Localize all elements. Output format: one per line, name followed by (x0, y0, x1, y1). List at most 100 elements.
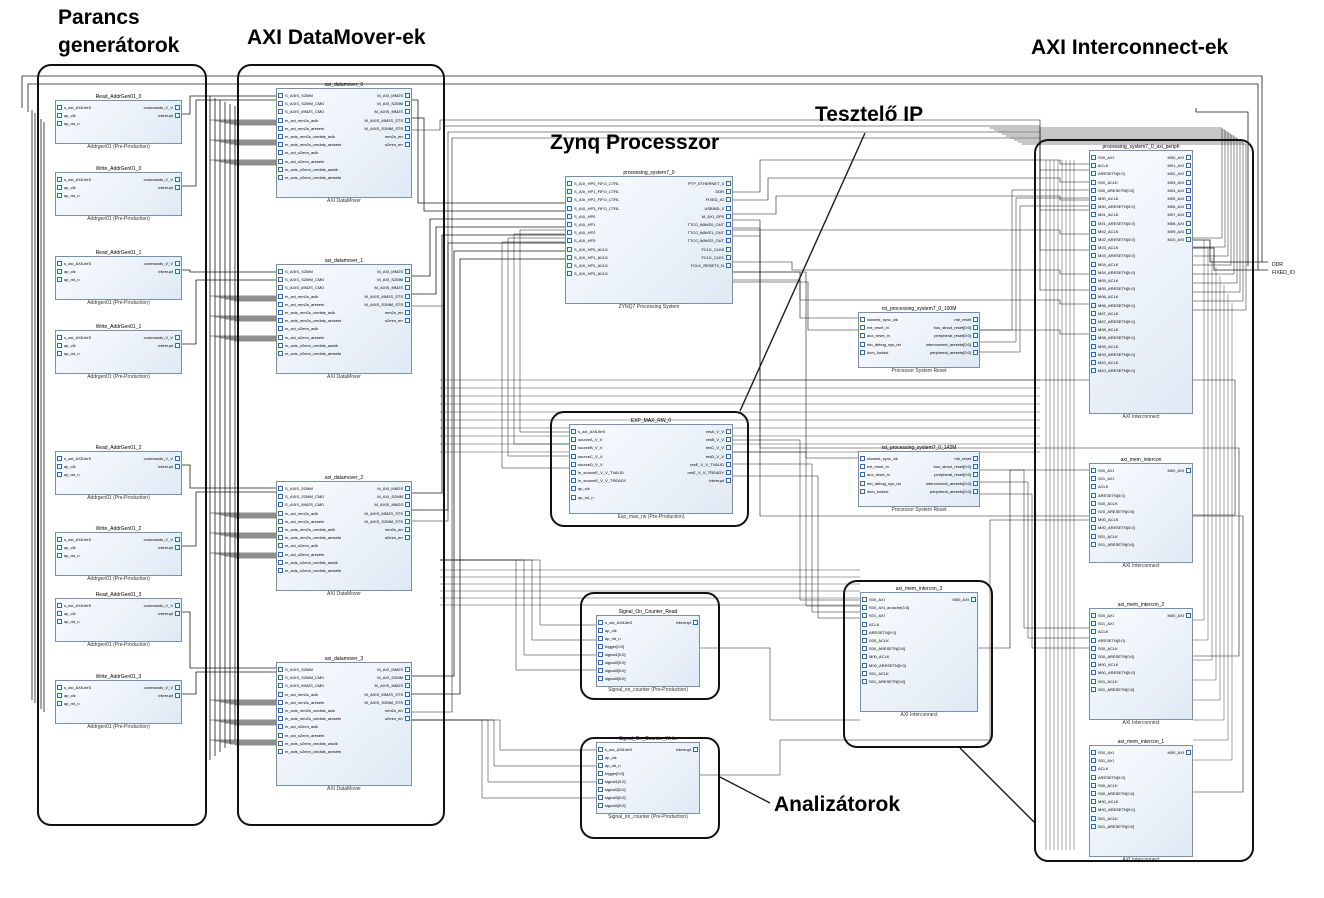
signal-counter-read-pin-in[interactable] (598, 652, 603, 657)
axi-periph-interconnect-pin-in[interactable] (1091, 368, 1096, 374)
datamover-0-pin-in[interactable] (278, 166, 283, 172)
datamover-3-pin-out[interactable] (405, 675, 410, 681)
addrgen-write-0-pin-out[interactable] (175, 177, 180, 182)
addrgen-read-3-pin-in[interactable] (57, 619, 62, 625)
signal-counter-write-pin-in[interactable] (598, 763, 603, 768)
addrgen-write-1-pin-in[interactable] (57, 351, 62, 357)
reset-142m-pin-in[interactable] (860, 464, 865, 470)
signal-counter-write-pin-in[interactable] (598, 795, 603, 800)
reset-142m-pin-in[interactable] (860, 480, 865, 486)
exp-max-rw-pin-in[interactable] (571, 429, 576, 434)
datamover-1-pin-out[interactable] (405, 310, 410, 315)
axi-mem-intercon-1-pin-in[interactable] (1091, 766, 1096, 772)
addrgen-read-2-pin-in[interactable] (57, 456, 62, 461)
axi-periph-interconnect-pin-in[interactable] (1091, 343, 1096, 349)
axi-mem-intercon-3-pin-in[interactable] (862, 670, 867, 676)
addrgen-read-1-pin-out[interactable] (175, 261, 180, 266)
axi-mem-intercon-pin-in[interactable] (1091, 509, 1096, 514)
axi-periph-interconnect-pin-in[interactable] (1091, 261, 1096, 267)
zynq-processing-system-pin-out[interactable] (726, 222, 731, 227)
datamover-3-pin-in[interactable] (278, 691, 283, 697)
zynq-processing-system-pin-out[interactable] (726, 197, 731, 203)
zynq-processing-system-pin-in[interactable] (567, 205, 572, 211)
signal-counter-read-pin-in[interactable] (598, 620, 603, 625)
axi-periph-interconnect-pin-in[interactable] (1091, 294, 1096, 300)
axi-periph-interconnect-pin-in[interactable] (1091, 196, 1096, 201)
exp-max-rw-pin-in[interactable] (571, 494, 576, 500)
addrgen-write-2-pin-in[interactable] (57, 537, 62, 542)
addrgen-write-0-pin-in[interactable] (57, 193, 62, 199)
axi-periph-interconnect-pin-in[interactable] (1091, 237, 1096, 242)
datamover-0-pin-out[interactable] (405, 109, 410, 115)
axi-periph-interconnect-pin-out[interactable] (1186, 204, 1191, 210)
axi-periph-interconnect-pin-out[interactable] (1186, 187, 1191, 193)
signal-counter-write-pin-in[interactable] (598, 755, 603, 760)
zynq-processing-system-pin-out[interactable] (726, 230, 731, 236)
axi-periph-interconnect-pin-out[interactable] (1186, 228, 1191, 234)
axi-periph-interconnect-pin-in[interactable] (1091, 245, 1096, 251)
axi-mem-intercon-3-pin-in[interactable] (862, 679, 867, 684)
addrgen-write-1-pin-out[interactable] (175, 335, 180, 340)
addrgen-write-3-pin-in[interactable] (57, 701, 62, 707)
addrgen-read-1-pin-in[interactable] (57, 269, 62, 275)
axi-mem-intercon-1-pin-in[interactable] (1091, 774, 1096, 780)
addrgen-write-3-pin-in[interactable] (57, 693, 62, 699)
zynq-processing-system-pin-out[interactable] (726, 205, 731, 211)
exp-max-rw-pin-out[interactable] (726, 461, 731, 467)
axi-periph-interconnect-pin-in[interactable] (1091, 335, 1096, 341)
datamover-2-pin-in[interactable] (278, 494, 283, 500)
datamover-1-pin-out[interactable] (405, 269, 410, 274)
datamover-1-pin-in[interactable] (278, 310, 283, 315)
datamover-2-pin-in[interactable] (278, 543, 283, 549)
datamover-3-pin-in[interactable] (278, 683, 283, 689)
axi-mem-intercon-pin-out[interactable] (1186, 468, 1191, 473)
exp-max-rw-pin-out[interactable] (726, 437, 731, 443)
signal-counter-write-pin-out[interactable] (693, 747, 698, 752)
datamover-3-pin-in[interactable] (278, 724, 283, 730)
datamover-1-pin-in[interactable] (278, 301, 283, 307)
axi-mem-intercon-2-pin-in[interactable] (1091, 645, 1096, 651)
reset-142m-pin-in[interactable] (860, 472, 865, 478)
reset-100m-pin-out[interactable] (973, 325, 978, 331)
datamover-3-pin-in[interactable] (278, 716, 283, 722)
signal-counter-write-pin-in[interactable] (598, 771, 603, 776)
axi-periph-interconnect-pin-in[interactable] (1091, 360, 1096, 365)
reset-100m-pin-in[interactable] (860, 333, 865, 339)
addrgen-read-1-pin-in[interactable] (57, 277, 62, 283)
exp-max-rw-pin-out[interactable] (726, 429, 731, 434)
datamover-0-pin-in[interactable] (278, 93, 283, 98)
datamover-2-pin-out[interactable] (405, 486, 410, 491)
signal-counter-write-pin-in[interactable] (598, 779, 603, 784)
addrgen-write-1-pin-out[interactable] (175, 343, 180, 349)
addrgen-write-3-pin-in[interactable] (57, 685, 62, 690)
datamover-2-pin-in[interactable] (278, 551, 283, 557)
axi-periph-interconnect-pin-in[interactable] (1091, 187, 1096, 193)
axi-periph-interconnect-pin-in[interactable] (1091, 253, 1096, 259)
datamover-0-pin-out[interactable] (405, 101, 410, 107)
exp-max-rw-pin-out[interactable] (726, 445, 731, 451)
addrgen-read-1-pin-in[interactable] (57, 261, 62, 266)
zynq-processing-system-pin-in[interactable] (567, 254, 572, 260)
datamover-3-pin-out[interactable] (405, 667, 410, 672)
addrgen-read-0-pin-in[interactable] (57, 121, 62, 127)
datamover-2-pin-in[interactable] (278, 486, 283, 491)
datamover-0-pin-in[interactable] (278, 117, 283, 123)
axi-mem-intercon-2-pin-in[interactable] (1091, 654, 1096, 659)
reset-100m-pin-out[interactable] (973, 341, 978, 347)
axi-mem-intercon-3-pin-in[interactable] (862, 621, 867, 627)
datamover-0-pin-out[interactable] (405, 142, 410, 148)
datamover-3-pin-in[interactable] (278, 708, 283, 713)
datamover-0-pin-in[interactable] (278, 150, 283, 156)
datamover-2-pin-in[interactable] (278, 510, 283, 516)
reset-100m-pin-in[interactable] (860, 317, 865, 322)
